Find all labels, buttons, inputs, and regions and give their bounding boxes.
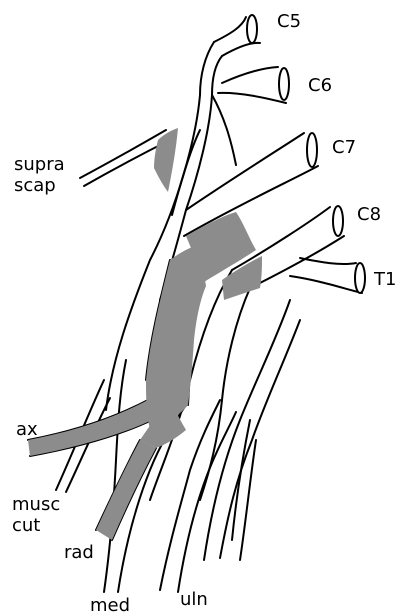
c5-label: C5: [277, 12, 301, 32]
lateral-cord: [212, 95, 236, 165]
c8-root-cut: [333, 206, 343, 236]
axillary-label: ax: [16, 420, 38, 440]
c7-root-cut: [307, 133, 317, 167]
radial-shading: [96, 440, 156, 540]
ulnar-label: uln: [180, 590, 208, 610]
suprascapular-label: supra scap: [14, 154, 65, 196]
t1-root: [300, 258, 356, 264]
suprascapular-label-line2: scap: [14, 175, 65, 196]
musculocutaneous-label-line2: cut: [12, 515, 60, 536]
musculocutaneous-label-line1: musc: [12, 494, 60, 515]
t1-root-cut: [355, 263, 365, 293]
posterior-division-upper: [154, 128, 178, 192]
c6-root-cut: [279, 68, 289, 100]
radial-label: rad: [64, 543, 94, 563]
c5-root-cut: [247, 15, 257, 43]
suprascapular-nerve: [80, 130, 166, 178]
c7-root: [186, 133, 304, 210]
median-label: med: [90, 596, 130, 616]
c7-label: C7: [332, 138, 356, 158]
suprascapular-label-line1: supra: [14, 154, 65, 175]
c5-root: [214, 17, 246, 42]
posterior-cord-shading: [146, 246, 206, 430]
t1-label: T1: [374, 270, 396, 290]
c6-root: [222, 67, 278, 83]
musculocutaneous-label: musc cut: [12, 494, 60, 536]
c6-label: C6: [308, 76, 332, 96]
c8-label: C8: [357, 205, 381, 225]
